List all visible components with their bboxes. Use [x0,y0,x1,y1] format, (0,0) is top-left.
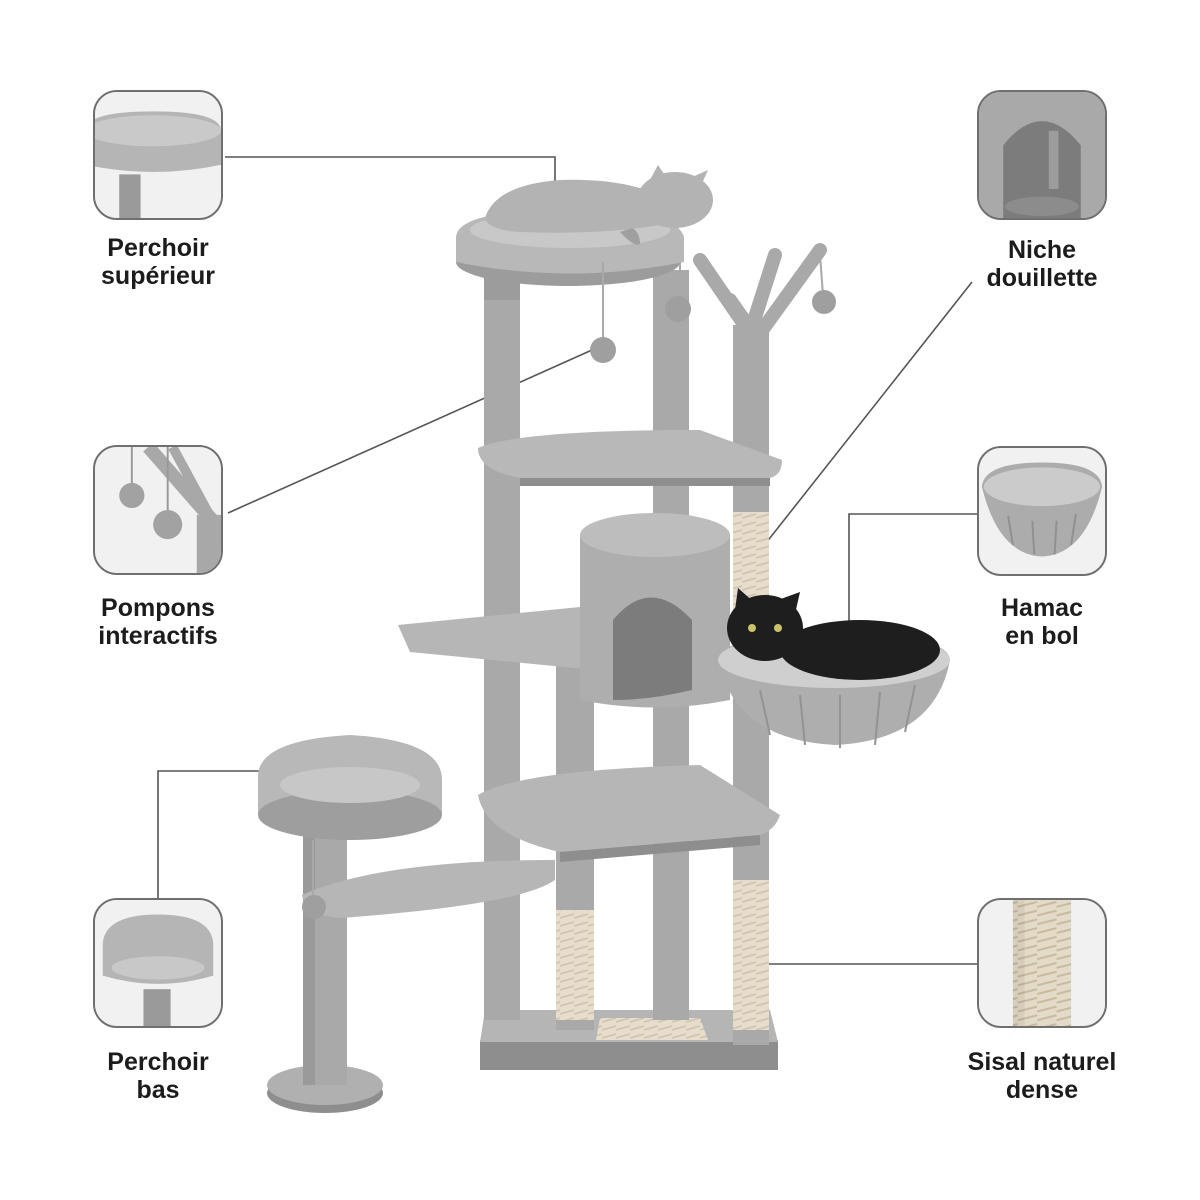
callout-line-hammock [848,513,977,645]
hammock-thumbnail [977,446,1107,576]
niche-label: Niche douillette [986,236,1098,292]
callout-line-pompoms [227,349,593,514]
pompom-balls [302,290,836,919]
top-perch-icon [95,92,221,218]
pompoms-thumbnail [93,445,223,575]
sisal-thumbnail [977,898,1107,1028]
branch-top [693,243,827,347]
pompom-icon [95,447,221,573]
niche-icon [979,92,1105,218]
pompoms-label: Pompons interactifs [98,594,218,650]
sisal-mat [596,1018,708,1040]
sisal-icon [979,900,1105,1026]
top-perch-thumbnail [93,90,223,220]
callout-line-niche [761,281,973,549]
base-platform [480,1010,778,1070]
hammock-icon [979,448,1105,574]
grey-cat [485,165,713,245]
callout-line-low-perch [157,770,292,898]
condo [580,513,730,708]
black-cat [727,588,940,680]
hammock-label: Hamac en bol [1001,594,1083,650]
niche-thumbnail [977,90,1107,220]
pompoms [312,254,824,900]
low-perch-stand [267,820,383,1113]
low-perch-thumbnail [93,898,223,1028]
low-perch-label: Perchoir bas [107,1048,209,1104]
platforms [302,430,782,918]
low-perch-bowl [258,735,442,840]
sisal-label: Sisal naturel dense [967,1048,1117,1104]
top-perch-label: Perchoir supérieur [101,234,215,290]
low-perch-icon [95,900,221,1026]
